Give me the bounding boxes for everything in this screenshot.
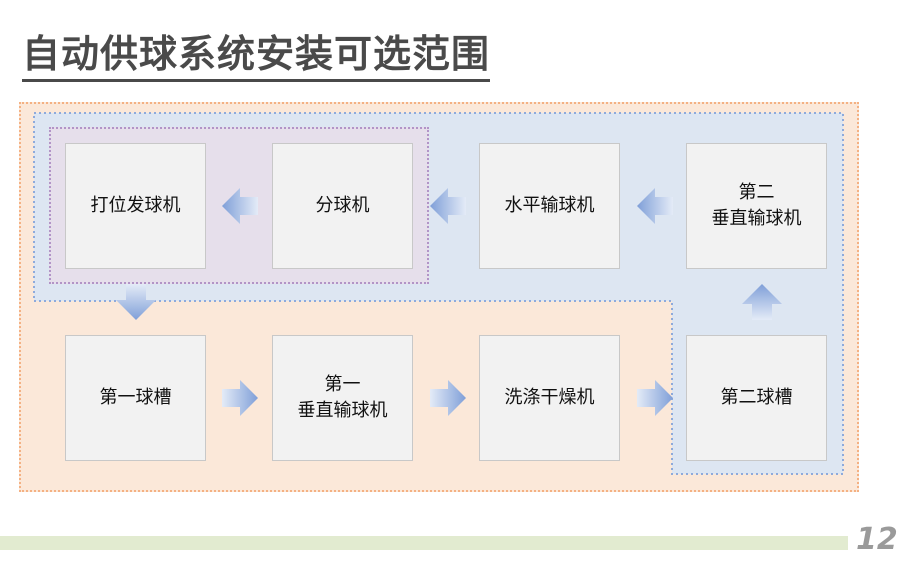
second-vertical-conveyor-box: 第二 垂直输球机 bbox=[686, 143, 827, 269]
second-trough-box: 第二球槽 bbox=[686, 335, 827, 461]
page-title: 自动供球系统安装可选范围 bbox=[22, 30, 491, 82]
page-number: 12 bbox=[856, 522, 898, 557]
arrow-left-icon bbox=[222, 188, 258, 224]
arrow-left-icon bbox=[637, 188, 673, 224]
first-trough-box: 第一球槽 bbox=[65, 335, 206, 461]
arrow-right-icon bbox=[430, 380, 466, 416]
arrow-right-icon bbox=[637, 380, 673, 416]
first-vertical-conveyor-box: 第一 垂直输球机 bbox=[272, 335, 413, 461]
arrow-right-icon bbox=[222, 380, 258, 416]
arrow-left-icon bbox=[430, 188, 466, 224]
footer-bar bbox=[0, 536, 848, 550]
arrow-up-icon bbox=[742, 284, 782, 320]
horizontal-conveyor-box: 水平输球机 bbox=[479, 143, 620, 269]
arrow-down-icon bbox=[116, 284, 156, 320]
washer-dryer-box: 洗涤干燥机 bbox=[479, 335, 620, 461]
tee-launcher-box: 打位发球机 bbox=[65, 143, 206, 269]
ball-splitter-box: 分球机 bbox=[272, 143, 413, 269]
